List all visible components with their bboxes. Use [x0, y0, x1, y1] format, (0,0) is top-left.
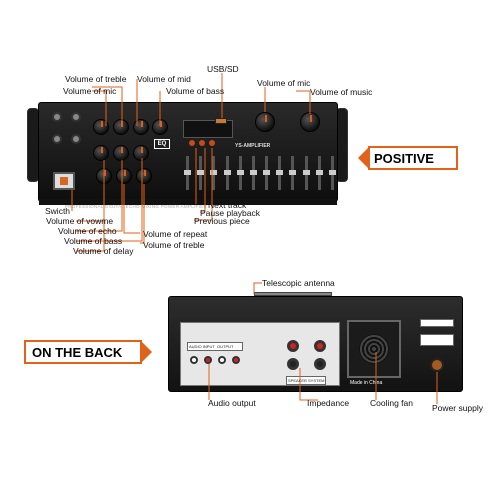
power-socket[interactable] — [430, 358, 444, 372]
usb-sd-slot[interactable] — [215, 118, 227, 124]
mic-jack-1[interactable] — [52, 112, 62, 122]
callout-vol-mic-left: Volume of mic — [63, 86, 117, 96]
callout-pause-playback: Pause playback — [200, 208, 261, 218]
power-switch[interactable] — [53, 172, 75, 190]
treble-knob[interactable] — [113, 119, 129, 135]
callout-cooling-fan: Cooling fan — [370, 398, 414, 408]
callout-vol-bass-low: Volume of bass — [64, 236, 123, 246]
echo-knob[interactable] — [113, 145, 129, 161]
callout-next-track: Next track — [208, 200, 247, 210]
bass-knob[interactable] — [152, 119, 168, 135]
bass-low-knob[interactable] — [133, 145, 149, 161]
rca-output[interactable] — [232, 356, 240, 364]
mic-jack-2[interactable] — [71, 112, 81, 122]
mic-jack-3[interactable] — [52, 134, 62, 144]
next-button[interactable] — [209, 140, 215, 146]
callout-vol-bass: Volume of bass — [166, 86, 225, 96]
previous-button[interactable] — [189, 140, 195, 146]
positive-badge-text: POSITIVE — [374, 150, 434, 166]
positive-badge: POSITIVE — [358, 146, 458, 170]
callout-power-supply: Power supply — [432, 403, 484, 413]
speaker-terminal-black[interactable] — [287, 358, 299, 370]
speaker-terminal-red[interactable] — [287, 340, 299, 352]
vowme-knob[interactable] — [93, 145, 109, 161]
rca-input-2[interactable] — [204, 356, 212, 364]
serial-tag — [420, 319, 454, 327]
callout-switch: Swicth — [45, 206, 71, 216]
front-bottom-stripe — [39, 199, 337, 205]
badge-arrow-left — [358, 148, 368, 168]
callout-impedance: Impedance — [307, 398, 350, 408]
made-in-china: Made in China — [350, 380, 383, 386]
eq-logo: EQ — [154, 139, 170, 149]
music-volume-knob[interactable] — [300, 112, 320, 132]
callout-vol-music: Volume of music — [310, 87, 373, 97]
speaker-system-tag: SPEAKER SYSTEM — [286, 376, 327, 385]
callout-vol-delay: Volume of delay — [73, 246, 134, 256]
telescopic-antenna[interactable] — [254, 292, 332, 296]
mic-jack-4[interactable] — [71, 134, 81, 144]
rca-input-3[interactable] — [218, 356, 226, 364]
mic-volume-knob[interactable] — [93, 119, 109, 135]
mic-master-knob[interactable] — [255, 112, 275, 132]
equalizer-sliders[interactable] — [184, 156, 336, 190]
callout-usb-sd: USB/SD — [207, 64, 239, 74]
pause-button[interactable] — [199, 140, 205, 146]
rca-input-1[interactable] — [190, 356, 198, 364]
power-source-tag — [420, 334, 454, 346]
on-the-back-badge: ON THE BACK — [24, 340, 152, 364]
callout-previous-piece: Previous piece — [194, 216, 250, 226]
callout-vol-treble-low: Volume of treble — [143, 240, 205, 250]
callout-vol-treble: Volume of treble — [65, 74, 127, 84]
callout-vol-mid: Volume of mid — [137, 74, 191, 84]
callout-vol-mic-right: Volume of mic — [257, 78, 311, 88]
badge-arrow-right — [142, 342, 152, 362]
cooling-fan — [347, 320, 401, 378]
callout-vol-vowme: Volume of vowme — [46, 216, 114, 226]
audio-input-tag: AUDIO INPUT OUTPUT — [187, 342, 243, 351]
callout-vol-repeat: Volume of repeat — [143, 229, 208, 239]
on-the-back-badge-text: ON THE BACK — [32, 344, 123, 360]
display-screen — [183, 120, 233, 138]
brand-label: YS-AMPLIFIER — [235, 143, 271, 149]
speaker-terminal-black-2[interactable] — [314, 358, 326, 370]
front-caption: PROFESSIONAL DIGITAL ECHO MIXING POWER A… — [65, 204, 208, 209]
treble-low-knob[interactable] — [136, 168, 152, 184]
repeat-knob[interactable] — [116, 168, 132, 184]
callout-vol-echo: Volume of echo — [58, 226, 117, 236]
delay-knob[interactable] — [96, 168, 112, 184]
speaker-terminal-white[interactable] — [314, 340, 326, 352]
callout-antenna: Telescopic antenna — [262, 278, 335, 288]
callout-audio-output: Audio output — [208, 398, 256, 408]
mid-knob[interactable] — [133, 119, 149, 135]
